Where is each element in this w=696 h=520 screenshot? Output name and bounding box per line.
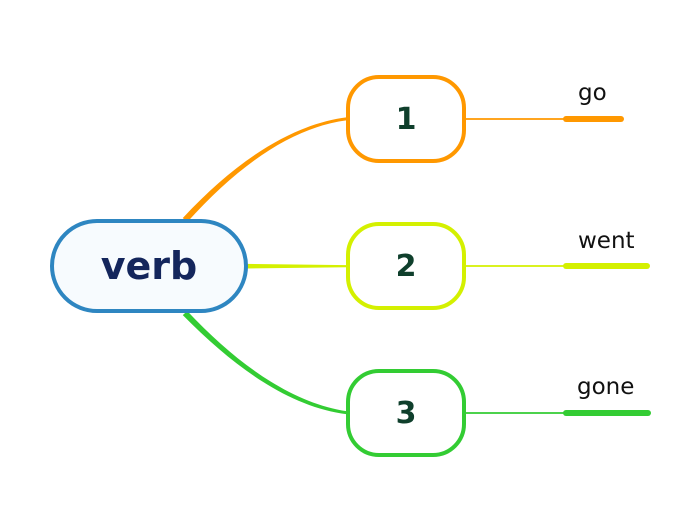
- branch-2-connector: [246, 263, 347, 269]
- root-node-label: verb: [100, 244, 198, 288]
- word-label-went[interactable]: went: [578, 228, 635, 254]
- branch-3-curve: [182, 311, 347, 415]
- child-node-1[interactable]: 1: [346, 75, 466, 163]
- child-node-1-label: 1: [395, 101, 417, 137]
- branch-1-curve: [182, 117, 347, 223]
- child-node-3-label: 3: [395, 395, 417, 431]
- word-label-go[interactable]: go: [578, 80, 607, 106]
- child-node-2[interactable]: 2: [346, 222, 466, 310]
- child-node-2-label: 2: [395, 248, 417, 284]
- child-node-3[interactable]: 3: [346, 369, 466, 457]
- word-label-gone[interactable]: gone: [577, 374, 635, 400]
- root-node-verb[interactable]: verb: [50, 219, 248, 313]
